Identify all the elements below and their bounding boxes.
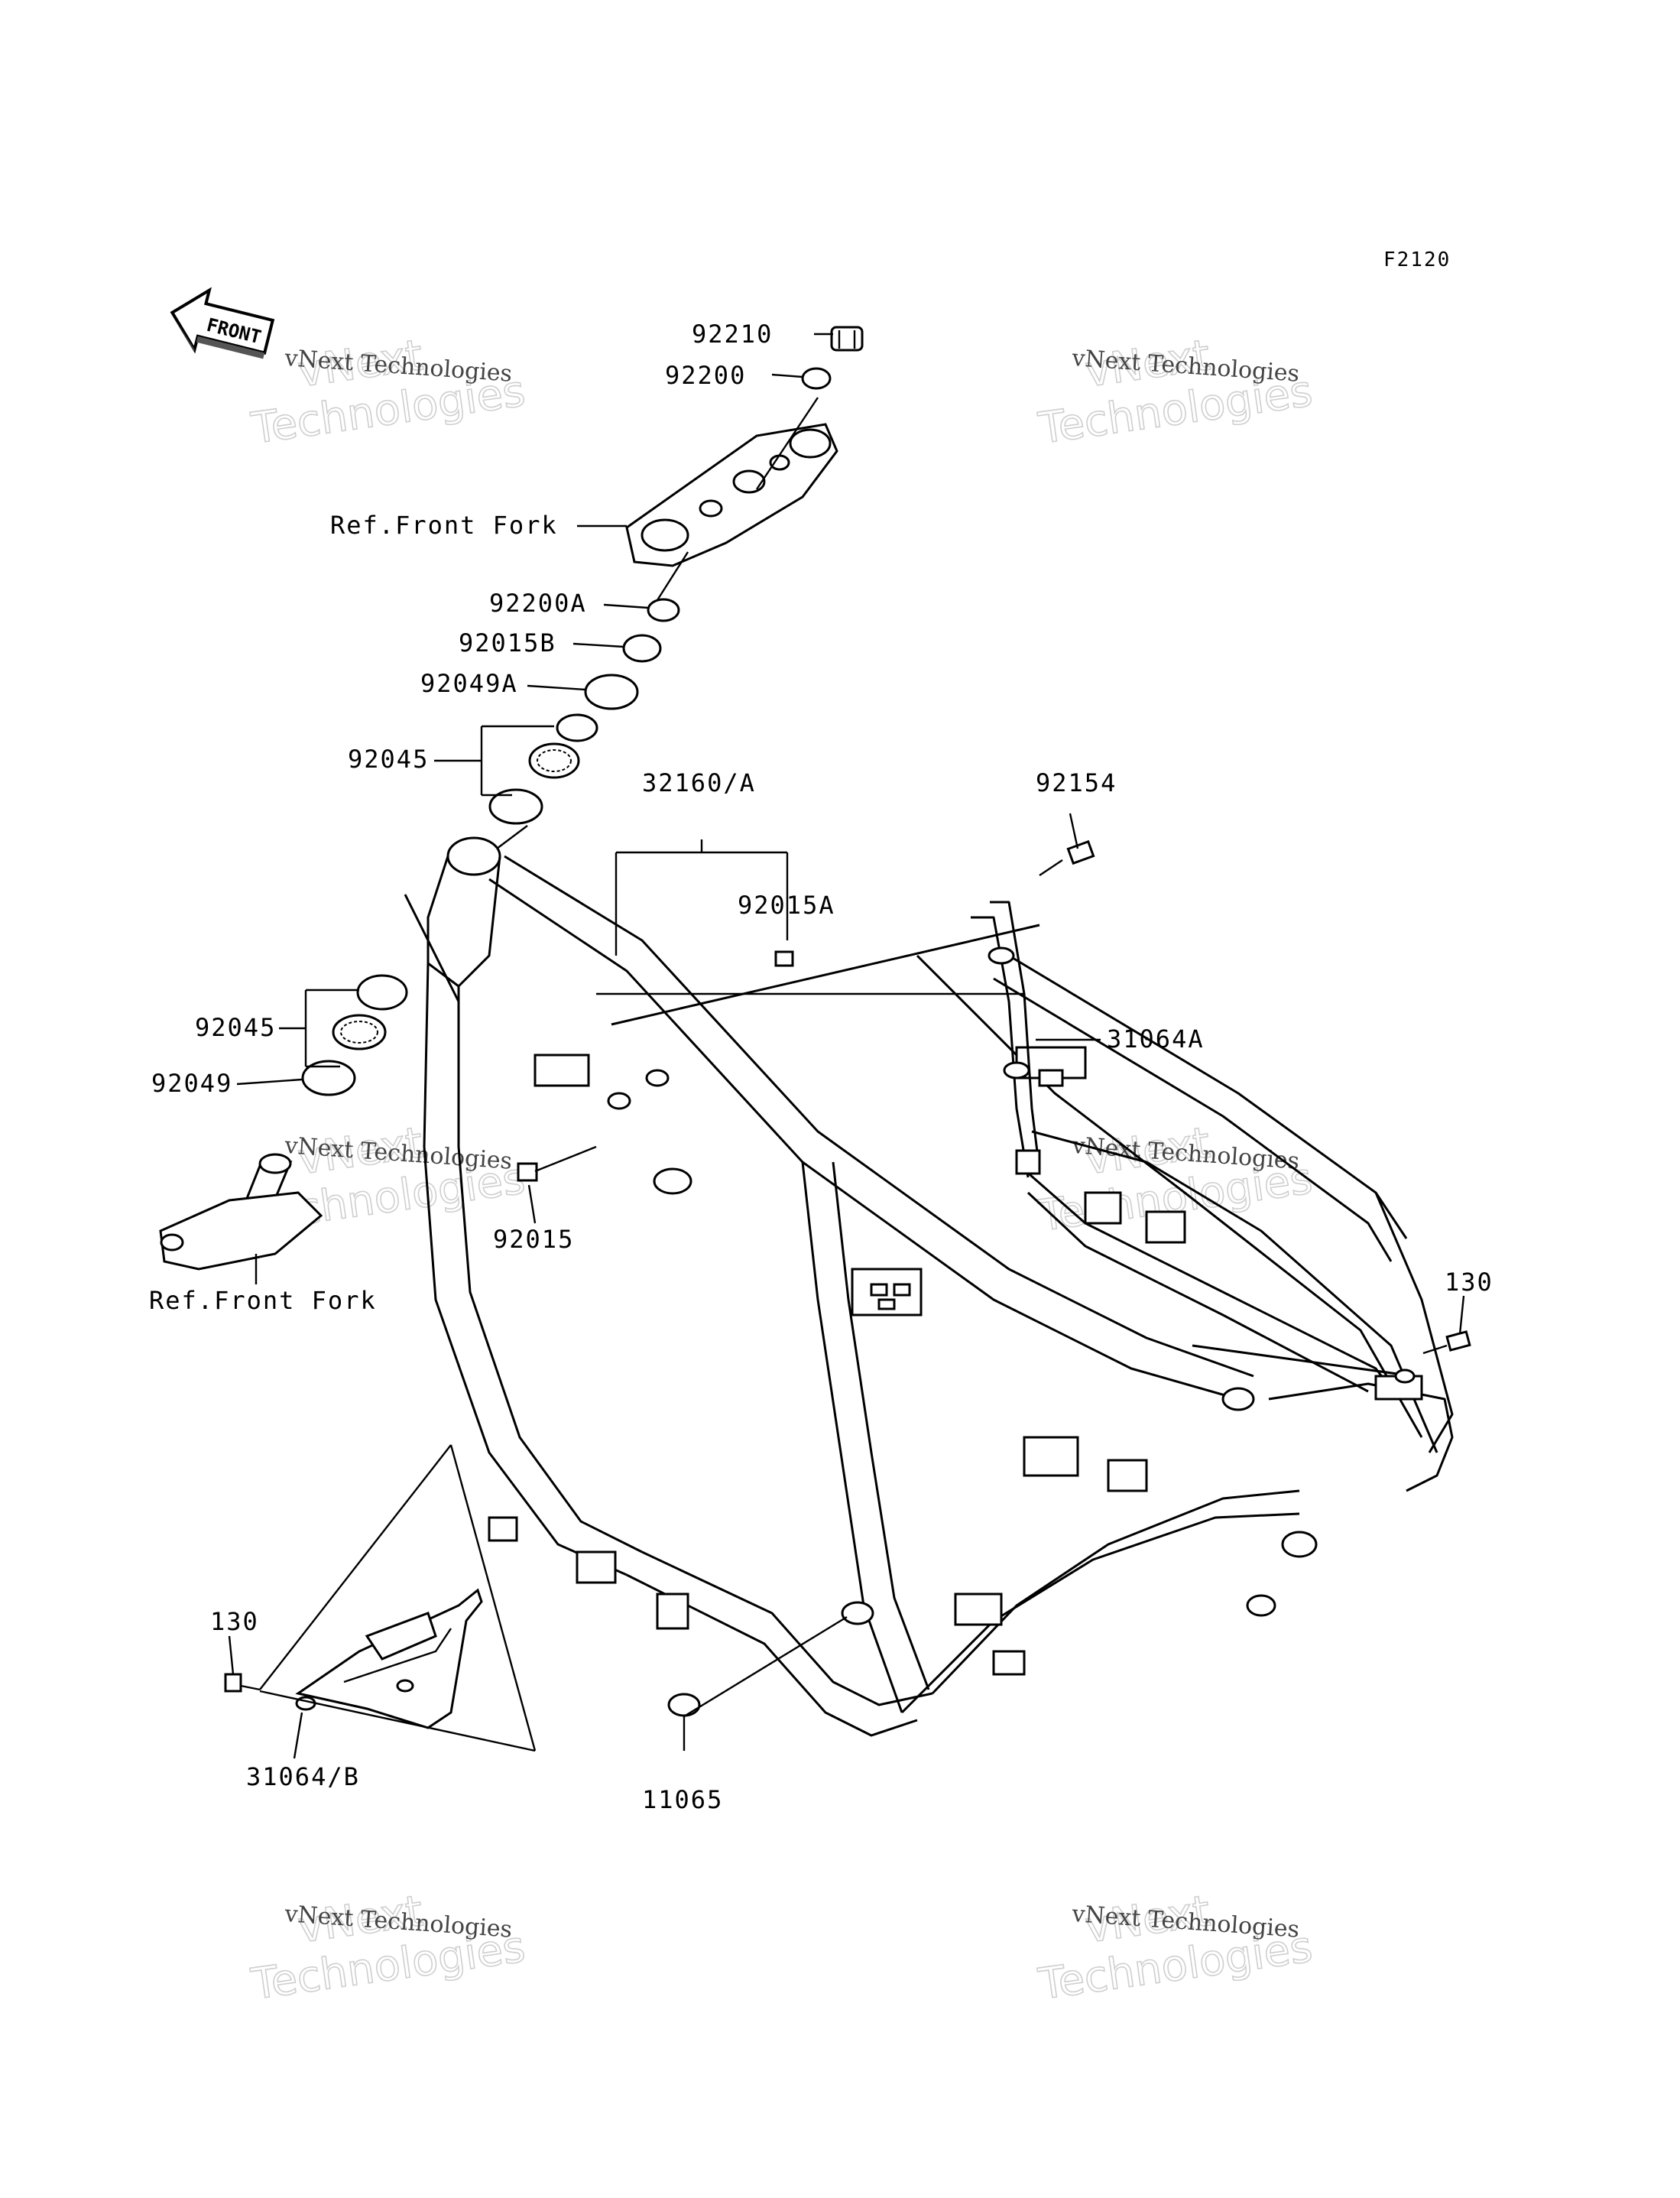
steering-parts [159, 326, 864, 1271]
label-ref-front-fork-top: Ref.Front Fork [330, 511, 558, 540]
bearing-icon [528, 742, 580, 779]
bearing-race-icon [556, 713, 598, 742]
label-32160A: 32160/A [642, 768, 756, 797]
label-92154: 92154 [1036, 768, 1117, 797]
label-ref-front-fork-bottom: Ref.Front Fork [149, 1286, 377, 1315]
leader-lines [228, 333, 1465, 1759]
label-92200A: 92200A [489, 589, 587, 618]
label-92045-lower: 92045 [195, 1013, 276, 1042]
label-92049: 92049 [151, 1069, 232, 1098]
label-92049A: 92049A [420, 669, 518, 698]
label-92045-top: 92045 [348, 745, 429, 774]
label-92015B: 92015B [459, 628, 556, 657]
label-92015A: 92015A [738, 891, 835, 920]
label-130-right: 130 [1445, 1268, 1494, 1297]
motorcycle-frame-icon [404, 836, 1454, 1737]
part-labels: 92210 92200 Ref.Front Fork 92200A 92015B… [149, 320, 1494, 1814]
label-31064B: 31064/B [246, 1762, 360, 1791]
seal-icon [301, 1060, 356, 1096]
watermark-group: vNext Technologies vNext Technologies vN… [248, 330, 1316, 2011]
label-130-left: 130 [210, 1607, 259, 1636]
rear-rail-assembly-icon [971, 901, 1423, 1401]
label-92015: 92015 [493, 1225, 574, 1254]
bearing-race-icon [356, 974, 408, 1011]
label-92200: 92200 [665, 361, 746, 390]
lock-washer-icon [647, 598, 680, 622]
upper-bracket-icon [625, 423, 838, 567]
cap-nut-icon [830, 326, 864, 352]
lower-bracket-icon [295, 1588, 483, 1729]
steering-stem-icon [159, 1153, 323, 1271]
washer-icon [801, 367, 832, 390]
label-31064A: 31064A [1107, 1024, 1205, 1054]
bolt-92015A-icon [774, 950, 794, 967]
bearing-race-icon [488, 788, 543, 825]
bolt-130-right-icon [1422, 1330, 1471, 1355]
nut-icon [622, 634, 662, 663]
seal-icon [584, 674, 639, 710]
plug-icon [667, 1693, 701, 1717]
diagram-code: F2120 [1383, 248, 1451, 271]
label-92210: 92210 [692, 320, 773, 349]
bolt-130-left-icon [224, 1673, 261, 1693]
label-11065: 11065 [642, 1785, 723, 1814]
front-arrow-icon: FRONT [170, 287, 275, 359]
bolt-92154-icon [1039, 839, 1095, 876]
nut-92015-icon [517, 1162, 538, 1182]
